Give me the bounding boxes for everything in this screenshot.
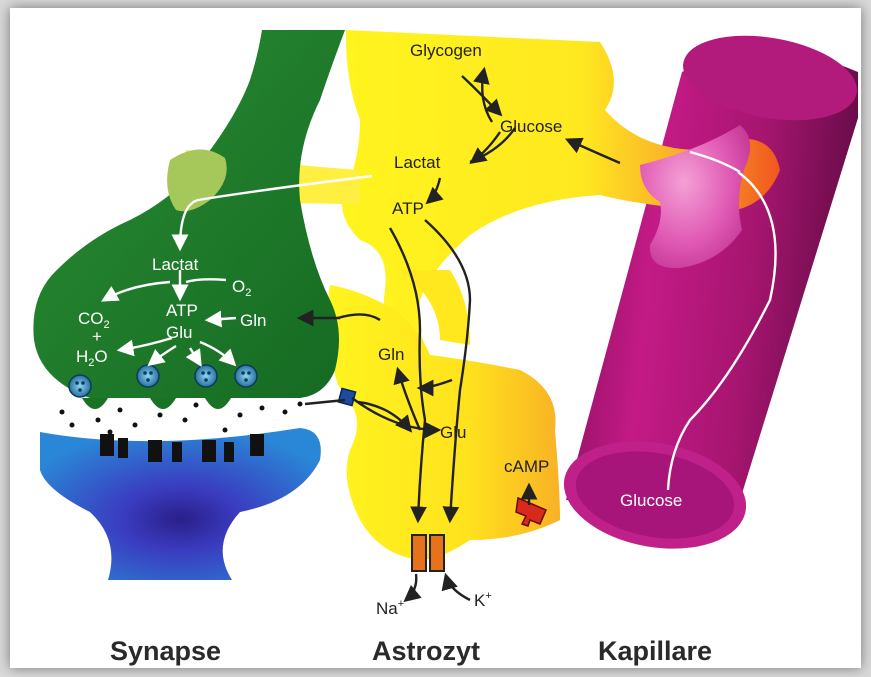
caption-astrozyt: Astrozyt xyxy=(372,636,480,666)
figure-frame: Glycogen Glucose Lactat ATP Lactat O2 CO… xyxy=(10,8,861,668)
caption-synapse: Synapse xyxy=(110,636,221,666)
label-gln-neuron: Gln xyxy=(240,311,266,330)
caption-kapillare: Kapillare xyxy=(598,636,712,666)
label-glycogen: Glycogen xyxy=(410,41,482,60)
label-atp-astrocyte: ATP xyxy=(392,199,424,218)
label-k: K+ xyxy=(474,590,492,610)
label-na: Na+ xyxy=(376,598,404,618)
label-plus: + xyxy=(92,327,102,346)
label-glu-neuron: Glu xyxy=(166,323,192,342)
glutamate-transporter xyxy=(338,388,355,405)
label-glu-astrocyte: Glu xyxy=(440,423,466,442)
label-lactat-neuron: Lactat xyxy=(152,255,199,274)
label-glucose-astrocyte: Glucose xyxy=(500,117,562,136)
label-atp-neuron: ATP xyxy=(166,301,198,320)
astrocyte-neuron-lactate-shuttle-diagram: Glycogen Glucose Lactat ATP Lactat O2 CO… xyxy=(10,8,861,668)
postsynaptic-terminal xyxy=(40,428,321,580)
label-lactat-astrocyte: Lactat xyxy=(394,153,441,172)
label-glucose-capillary: Glucose xyxy=(620,491,682,510)
label-gln-astrocyte: Gln xyxy=(378,345,404,364)
label-camp: cAMP xyxy=(504,457,549,476)
